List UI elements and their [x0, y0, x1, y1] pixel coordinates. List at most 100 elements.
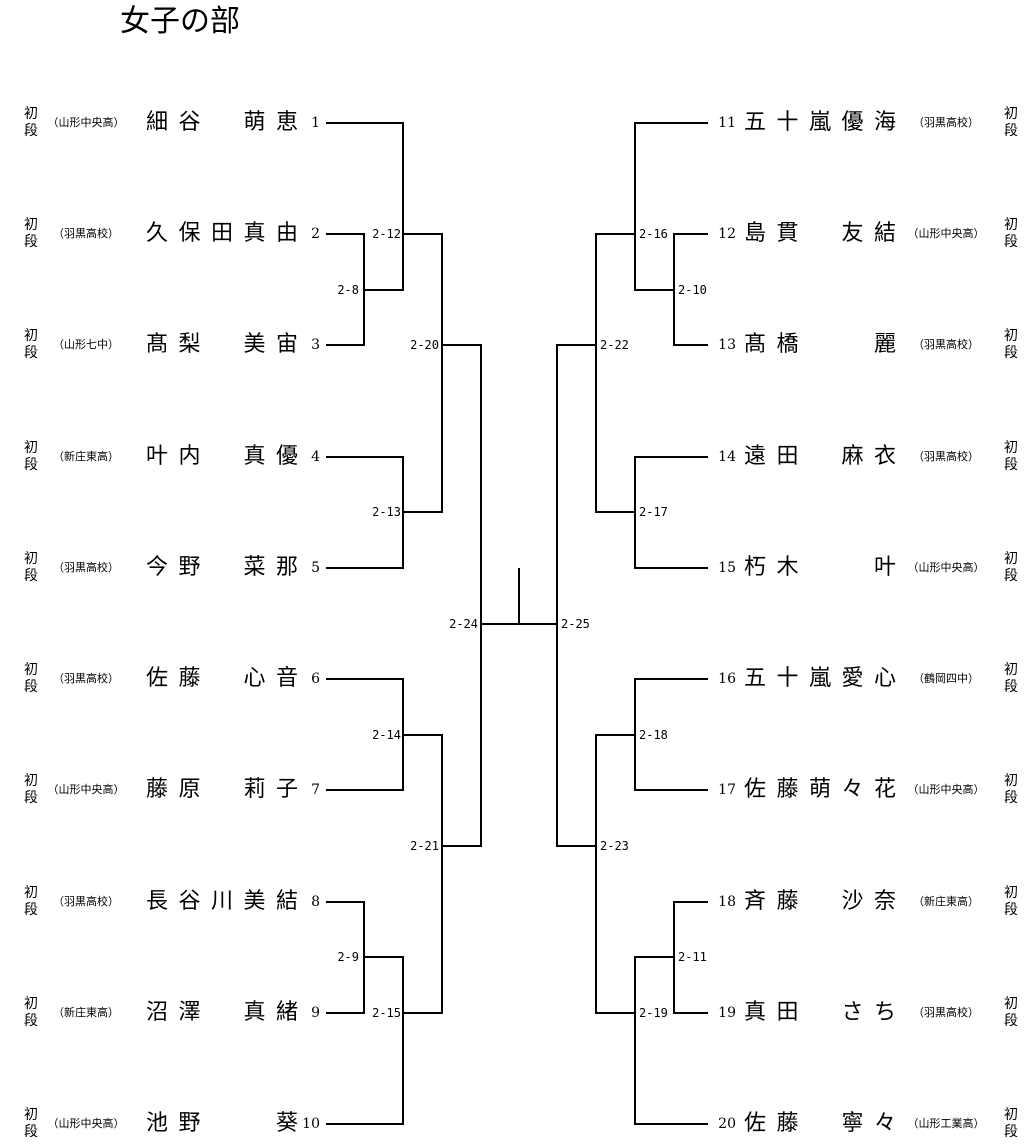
player-name: 五十嵐愛心 [744, 665, 896, 693]
page-title: 女子の部 [120, 4, 240, 39]
name-char: 恵 [276, 110, 299, 135]
match-label: 2-15 [372, 1006, 401, 1020]
rank-char: 初 [1004, 996, 1018, 1012]
name-char: 原 [178, 777, 201, 802]
seed-number: 20 [718, 1116, 736, 1132]
name-char: 細 [146, 110, 169, 135]
name-char: 島 [744, 221, 767, 246]
name-char: 沼 [146, 1000, 169, 1025]
rank-char: 段 [1004, 790, 1018, 806]
player-name: 遠田麻衣 [744, 443, 896, 471]
name-char: 寧 [841, 1111, 864, 1136]
match-label: 2-13 [372, 505, 401, 519]
rank-label: 初段 [1002, 551, 1020, 585]
match-label: 2-14 [372, 728, 401, 742]
school-label: （鶴岡四中） [913, 672, 979, 685]
school-label: （羽黒高校） [913, 338, 979, 351]
school-label: （山形中央高） [907, 227, 985, 240]
name-char: 真 [243, 1000, 266, 1025]
name-char: 真 [243, 444, 266, 469]
rank-label: 初段 [22, 106, 40, 140]
rank-char: 段 [24, 1124, 38, 1140]
school-label: （羽黒高校） [53, 672, 119, 685]
name-char: 久 [146, 221, 169, 246]
name-char: 朽 [744, 555, 767, 580]
name-char: 美 [243, 889, 266, 914]
rank-char: 初 [1004, 773, 1018, 789]
player-name: 細谷萌恵 [146, 109, 298, 137]
name-char: 藤 [776, 777, 799, 802]
name-char: 萌 [243, 110, 266, 135]
match-label: 2-18 [639, 728, 668, 742]
rank-char: 段 [1004, 457, 1018, 473]
player-name: 佐藤心音 [146, 665, 298, 693]
school-label: （羽黒高校） [53, 561, 119, 574]
seed-number: 1 [311, 115, 320, 131]
school-label: （羽黒高校） [913, 450, 979, 463]
bracket-line [326, 122, 404, 291]
player-name: 池野葵 [146, 1110, 298, 1138]
rank-label: 初段 [22, 440, 40, 474]
bracket-line [403, 233, 443, 513]
player-name: 沼澤真緒 [146, 999, 298, 1027]
name-char: 愛 [841, 666, 864, 691]
rank-char: 初 [1004, 106, 1018, 122]
rank-char: 段 [24, 679, 38, 695]
seed-number: 7 [311, 782, 320, 798]
name-char: 斉 [744, 889, 767, 914]
name-char: 沙 [841, 889, 864, 914]
rank-char: 初 [24, 217, 38, 233]
rank-label: 初段 [22, 662, 40, 696]
seed-number: 4 [311, 449, 320, 465]
rank-char: 初 [1004, 551, 1018, 567]
seed-number: 19 [718, 1005, 736, 1021]
name-char: 奈 [874, 889, 897, 914]
rank-char: 初 [24, 328, 38, 344]
rank-char: 初 [1004, 1107, 1018, 1123]
name-char: 田 [776, 444, 799, 469]
match-label: 2-8 [337, 283, 359, 297]
rank-char: 段 [24, 902, 38, 918]
name-char: 花 [874, 777, 897, 802]
name-char: 藤 [776, 1111, 799, 1136]
rank-char: 初 [24, 440, 38, 456]
rank-label: 初段 [1002, 996, 1020, 1030]
rank-label: 初段 [1002, 1107, 1020, 1141]
name-char: 藤 [178, 666, 201, 691]
bracket-line [326, 233, 365, 346]
rank-char: 段 [24, 457, 38, 473]
match-label: 2-10 [678, 283, 707, 297]
school-label: （羽黒高校） [913, 1006, 979, 1019]
bracket-line [634, 122, 708, 291]
match-label: 2-16 [639, 227, 668, 241]
school-label: （山形中央高） [907, 561, 985, 574]
name-char: 葵 [276, 1111, 299, 1136]
player-name: 長谷川美結 [146, 888, 298, 916]
rank-label: 初段 [1002, 440, 1020, 474]
seed-number: 18 [718, 894, 736, 910]
rank-char: 段 [1004, 1013, 1018, 1029]
player-name: 叶内真優 [146, 443, 298, 471]
name-char: 梨 [178, 332, 201, 357]
rank-label: 初段 [22, 1107, 40, 1141]
rank-label: 初段 [1002, 885, 1020, 919]
name-char: 橋 [776, 332, 799, 357]
rank-label: 初段 [1002, 662, 1020, 696]
rank-char: 段 [1004, 1124, 1018, 1140]
bracket-line [634, 456, 708, 569]
name-char: 嵐 [809, 110, 832, 135]
school-label: （山形工業高） [907, 1117, 985, 1130]
name-char: 内 [178, 444, 201, 469]
player-name: 今野菜那 [146, 554, 298, 582]
rank-char: 初 [1004, 662, 1018, 678]
rank-label: 初段 [22, 328, 40, 362]
player-name: 佐藤萌々花 [744, 776, 896, 804]
player-name: 斉藤沙奈 [744, 888, 896, 916]
bracket-line [556, 344, 596, 847]
match-label: 2-25 [561, 617, 590, 631]
match-label: 2-21 [410, 839, 439, 853]
name-char: 池 [146, 1111, 169, 1136]
rank-char: 初 [24, 996, 38, 1012]
match-label: 2-17 [639, 505, 668, 519]
name-char: 叶 [874, 555, 897, 580]
